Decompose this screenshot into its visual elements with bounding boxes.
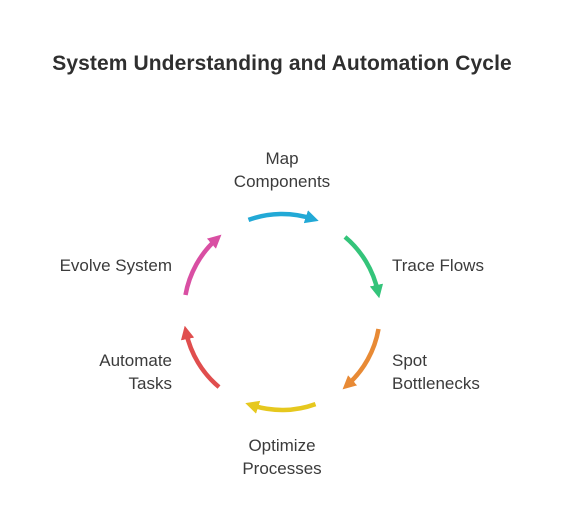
arc-map-components-arrow: [247, 210, 319, 224]
step-label-map-components: Map Components: [233, 149, 331, 191]
arc-automate-tasks-arrow: [180, 325, 221, 389]
step-label-optimize-processes: Optimize Processes: [242, 436, 322, 478]
step-label-evolve-system: Evolve System: [59, 256, 172, 275]
diagram-title: System Understanding and Automation Cycl…: [52, 52, 512, 75]
arc-spot-bottlenecks-arrow: [342, 328, 381, 390]
arc-trace-flows-arrow: [343, 235, 384, 299]
arc-evolve-system-arrow: [183, 234, 222, 296]
step-label-trace-flows: Trace Flows: [392, 256, 484, 275]
step-label-automate-tasks: Automate Tasks: [99, 351, 172, 393]
arc-optimize-processes-arrow: [245, 400, 317, 414]
step-label-spot-bottlenecks: Spot Bottlenecks: [392, 351, 480, 393]
